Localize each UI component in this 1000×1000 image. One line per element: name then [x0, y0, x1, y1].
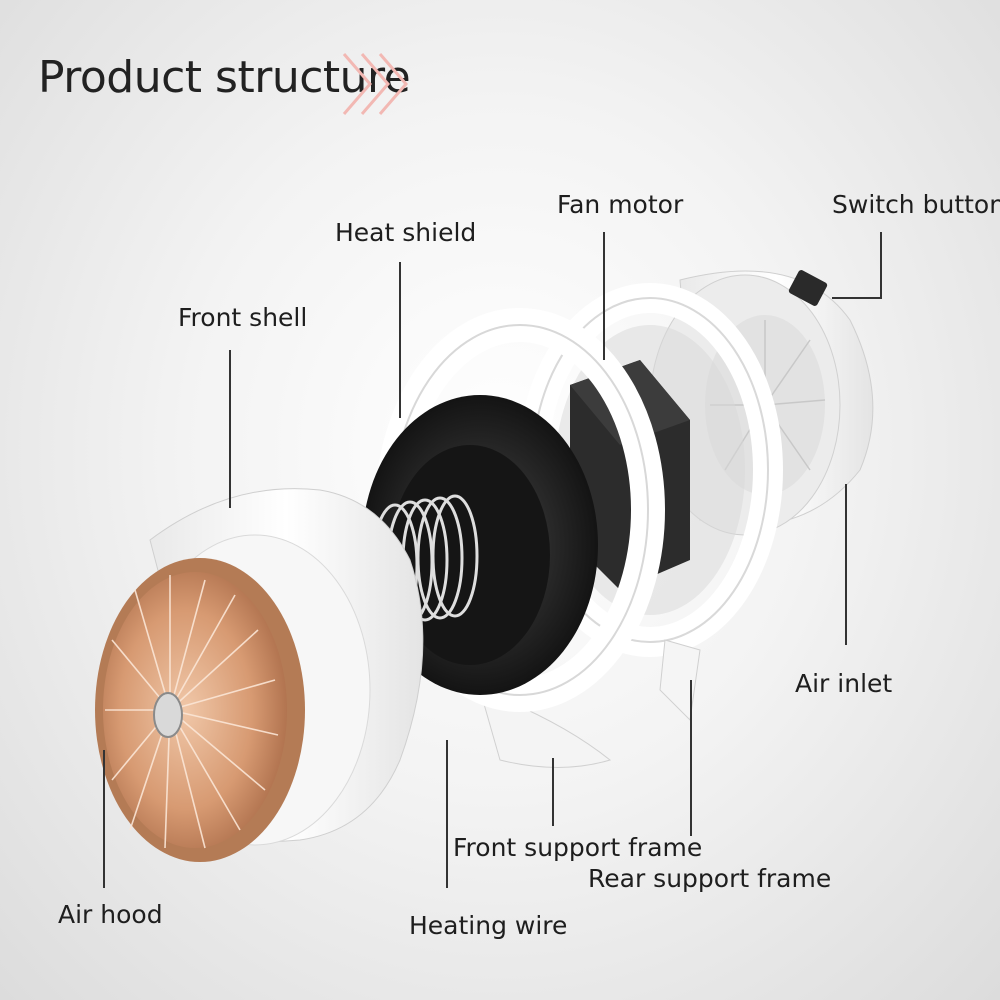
air-hood-part: [95, 558, 305, 862]
label-switch-button: Switch button: [832, 190, 1000, 219]
leader-lines: [103, 232, 882, 888]
label-air-hood: Air hood: [58, 900, 163, 929]
label-heat-shield: Heat shield: [335, 218, 477, 247]
chevron-arrows-icon: [342, 53, 408, 115]
label-front-shell: Front shell: [178, 303, 308, 332]
label-heating-wire: Heating wire: [409, 911, 568, 940]
label-fan-motor: Fan motor: [557, 190, 684, 219]
leader-switch-button: [832, 232, 882, 299]
switch-button-part: [788, 270, 828, 306]
label-air-inlet: Air inlet: [795, 669, 893, 698]
label-front-support-frame: Front support frame: [453, 833, 703, 862]
label-rear-support-frame: Rear support frame: [588, 864, 832, 893]
